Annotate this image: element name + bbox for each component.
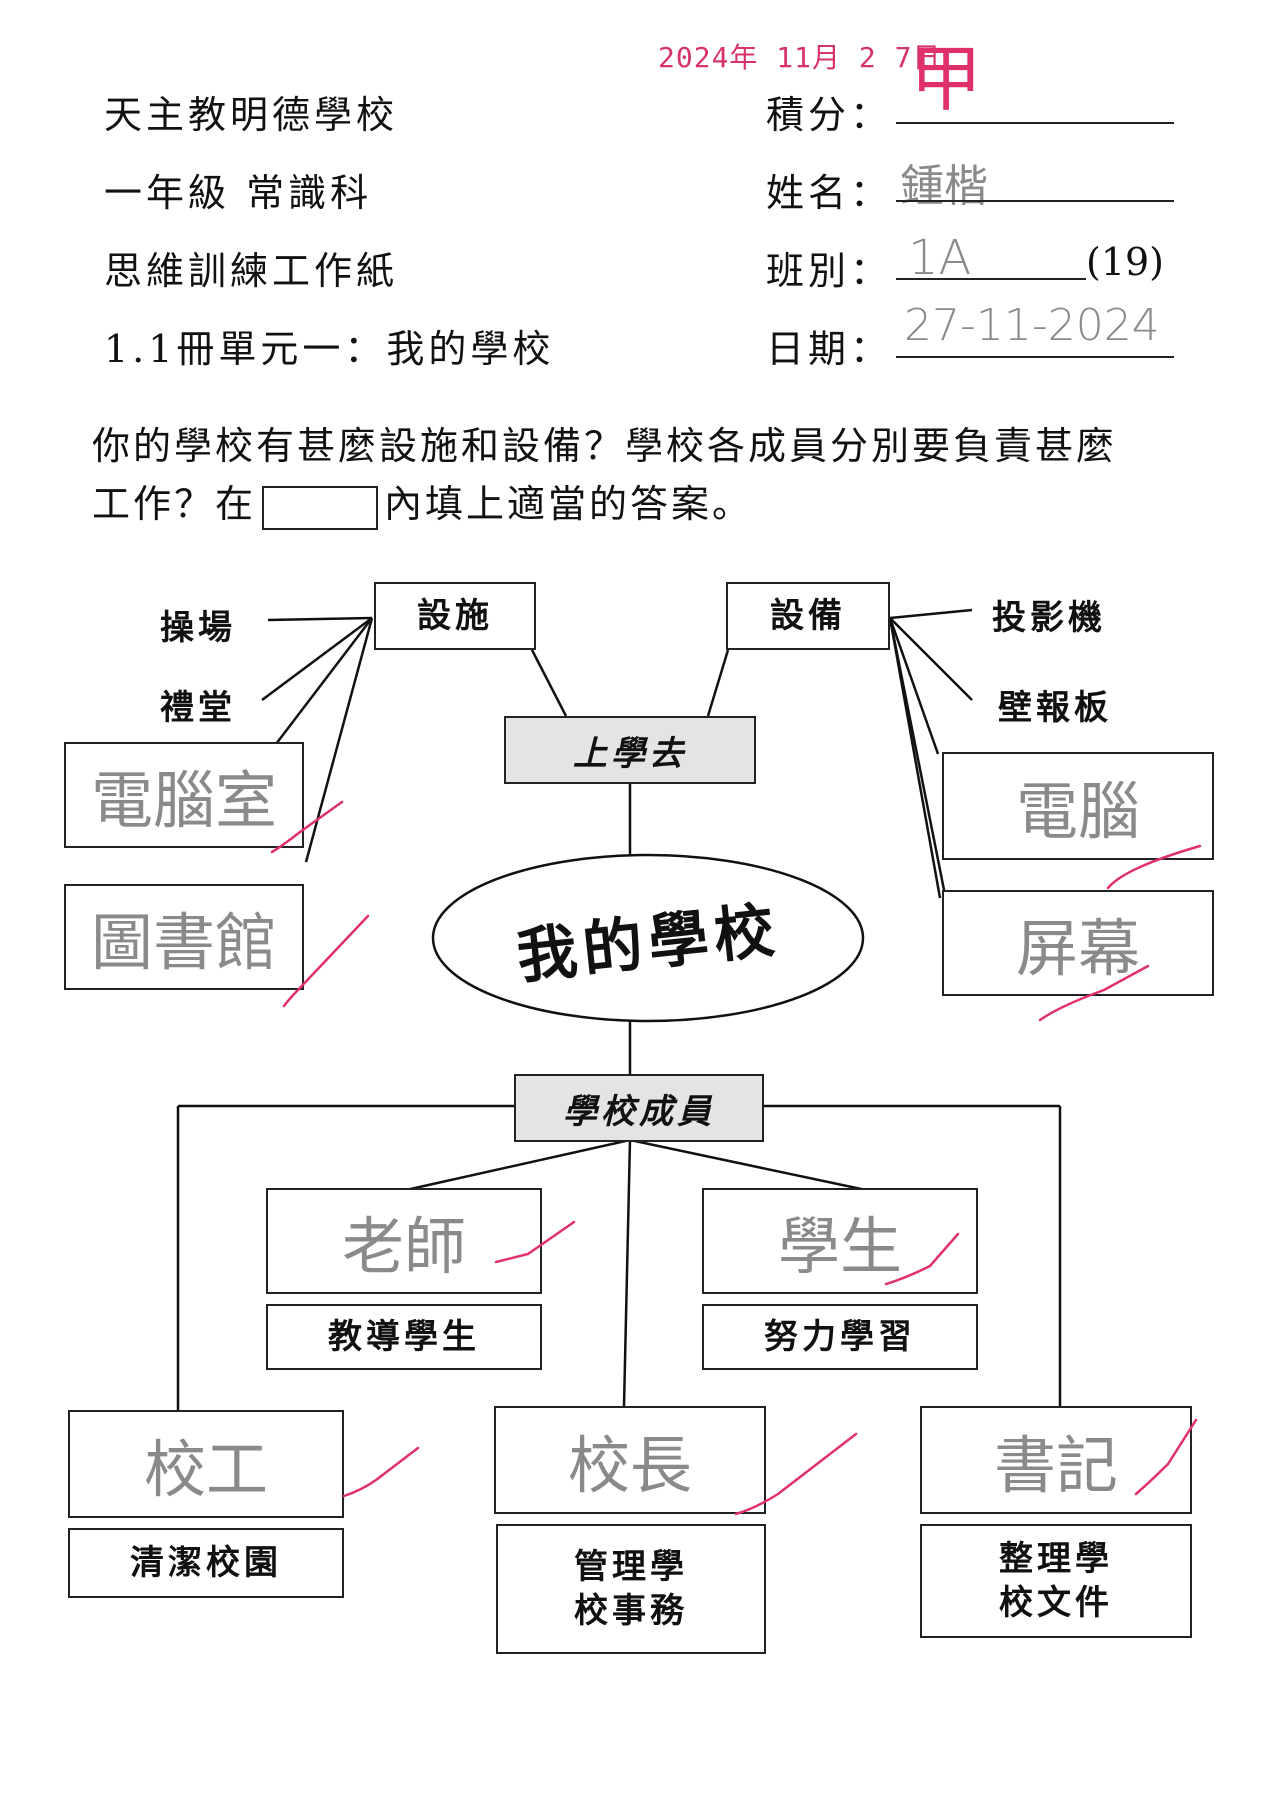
facility-answer-box-2: 圖書館 — [64, 884, 304, 990]
go-to-school-box: 上學去 — [504, 716, 756, 784]
name-line — [896, 200, 1174, 202]
class-value: 1A — [908, 230, 972, 286]
equipment-title: 設備 — [770, 596, 846, 636]
grade-mark: 甲 — [910, 37, 983, 121]
facility-answer-box-1: 電腦室 — [64, 742, 304, 848]
blank-box-sample — [262, 485, 379, 530]
member-answer-student: 學生 — [777, 1210, 902, 1283]
facilities-box: 設施 — [374, 582, 536, 650]
equipment-answer-2: 屏幕 — [1015, 912, 1140, 985]
date-value: 27-11-2024 — [904, 300, 1160, 351]
member-duty-teacher: 教導學生 — [328, 1317, 480, 1357]
facility-printed-1: 操場 — [160, 608, 236, 648]
center-node: 我的學校 — [433, 855, 863, 1021]
member-duty-box-janitor: 清潔校園 — [68, 1528, 344, 1598]
member-answer-box-student: 學生 — [702, 1188, 978, 1294]
worksheet-title: 思維訓練工作紙 — [104, 249, 399, 293]
question-line-2-end: 內填上適當的答案。 — [384, 482, 754, 526]
class-label: 班別： — [766, 249, 893, 293]
facility-answer-2: 圖書館 — [90, 906, 277, 979]
member-answer-box-teacher: 老師 — [266, 1188, 542, 1294]
center-ellipse — [431, 853, 865, 1023]
date-label: 日期： — [766, 327, 893, 371]
equipment-answer-1: 電腦 — [1015, 775, 1140, 848]
member-duty-principal: 管理學校事務 — [574, 1547, 688, 1631]
members-title: 學校成員 — [563, 1091, 715, 1132]
equipment-printed-1: 投影機 — [992, 598, 1106, 638]
name-label: 姓名： — [766, 171, 893, 215]
member-answer-clerk: 書記 — [993, 1429, 1118, 1502]
school-name: 天主教明德學校 — [104, 93, 399, 137]
grade-subject: 一年級 常識科 — [104, 171, 373, 215]
score-label: 積分： — [766, 93, 893, 137]
class-line — [896, 278, 1086, 280]
facility-answer-1: 電腦室 — [90, 764, 277, 837]
member-answer-box-janitor: 校工 — [68, 1410, 344, 1518]
unit-title: 1.1冊單元一：我的學校 — [104, 327, 555, 371]
score-line — [896, 122, 1174, 124]
member-answer-principal: 校長 — [567, 1429, 692, 1502]
member-duty-box-teacher: 教導學生 — [266, 1304, 542, 1370]
facilities-title: 設施 — [417, 596, 493, 636]
member-answer-janitor: 校工 — [143, 1433, 268, 1506]
equipment-answer-box-2: 屏幕 — [942, 890, 1214, 996]
name-value: 鍾楷 — [900, 161, 988, 212]
member-duty-janitor: 清潔校園 — [130, 1543, 282, 1583]
member-duty-box-student: 努力學習 — [702, 1304, 978, 1370]
member-answer-teacher: 老師 — [341, 1210, 466, 1283]
date-stamp: 2024年 11月 2 7日 — [658, 41, 942, 74]
member-answer-box-principal: 校長 — [494, 1406, 766, 1514]
member-duty-student: 努力學習 — [764, 1317, 916, 1357]
equipment-answer-box-1: 電腦 — [942, 752, 1214, 860]
member-duty-box-principal: 管理學校事務 — [496, 1524, 766, 1654]
center-label: 我的學校 — [513, 894, 784, 993]
equipment-box: 設備 — [726, 582, 890, 650]
date-line — [896, 356, 1174, 358]
equipment-printed-2: 壁報板 — [998, 688, 1112, 728]
class-number: (19) — [1086, 240, 1165, 284]
question-line-2-start: 工作？在 — [92, 482, 257, 526]
go-to-school-label: 上學去 — [573, 733, 687, 774]
question-line-1: 你的學校有甚麼設施和設備？學校各成員分別要負責甚麼 — [92, 424, 1118, 468]
members-box: 學校成員 — [514, 1074, 764, 1142]
member-duty-clerk: 整理學校文件 — [999, 1539, 1113, 1623]
member-answer-box-clerk: 書記 — [920, 1406, 1192, 1514]
member-duty-box-clerk: 整理學校文件 — [920, 1524, 1192, 1638]
question-line-2: 工作？在 內填上適當的答案。 — [92, 472, 753, 536]
facility-printed-2: 禮堂 — [160, 688, 236, 728]
